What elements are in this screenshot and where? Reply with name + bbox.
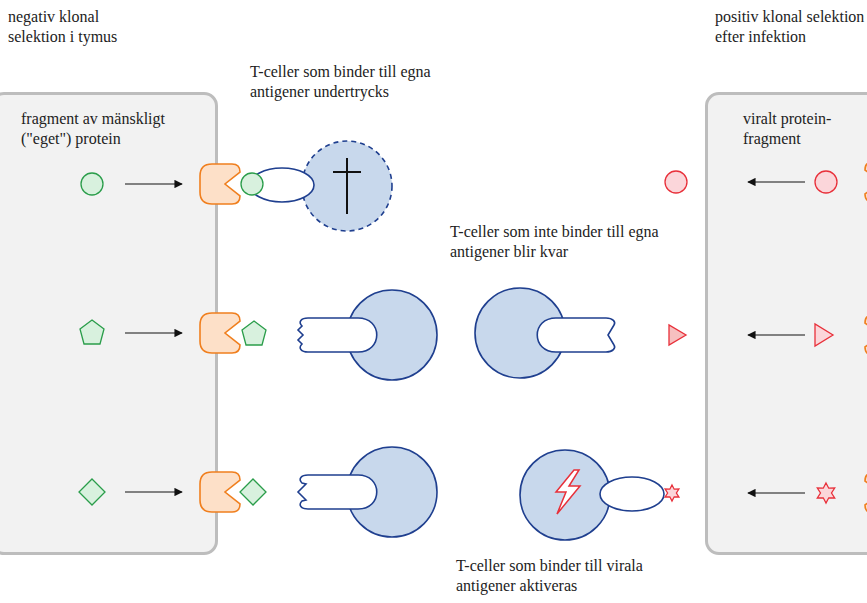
caption-note: T-celler som inte binder till egna antig… (450, 222, 675, 262)
panel-label: fragment av mänskligt ("eget") protein (21, 109, 216, 149)
panel-label: viralt protein-fragment (743, 109, 855, 149)
activation-bolt (556, 470, 580, 514)
panel: positiv klonal selektion efter infektion… (705, 92, 867, 555)
t-cell-receptors (250, 168, 664, 511)
arrows (125, 182, 805, 493)
caption-note: T-celler som binder till virala antigene… (456, 556, 706, 596)
panel: negativ klonal selektion i tymusfragment… (0, 92, 218, 555)
caption-note: T-celler som binder till egna antigener … (250, 62, 455, 102)
dead-cell-cross (333, 158, 361, 214)
section-heading: negativ klonal selektion i tymus (8, 7, 153, 47)
t-cells (302, 141, 610, 540)
bound-self-antigens (240, 321, 266, 505)
section-heading: positiv klonal selektion efter infektion (715, 7, 867, 47)
bound-self-antigen (241, 173, 263, 195)
